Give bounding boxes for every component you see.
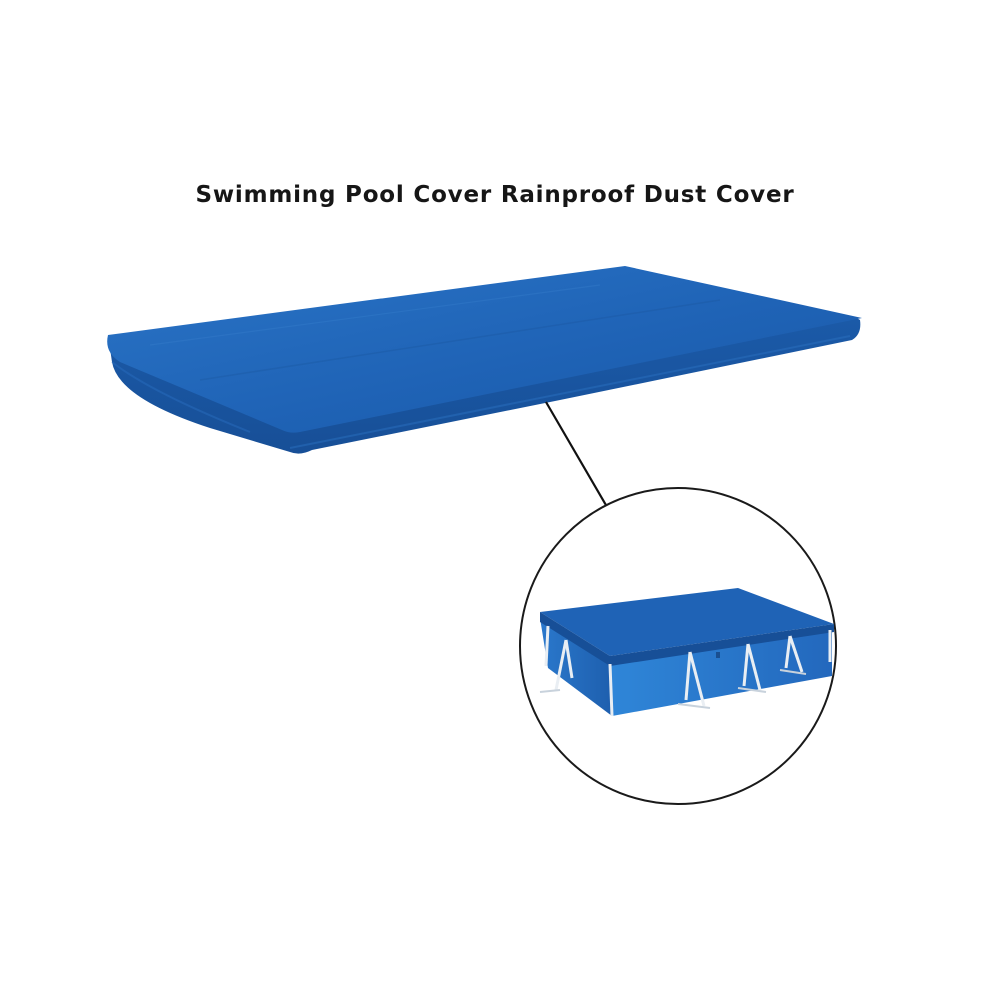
- pool-cover-large: [107, 266, 862, 454]
- zoom-circle: [519, 487, 837, 805]
- pool-frame-legs: [544, 625, 832, 717]
- page-title: Swimming Pool Cover Rainproof Dust Cover: [195, 182, 795, 208]
- framed-pool-illustration: [539, 588, 834, 717]
- pool-frame-feet: [539, 669, 807, 709]
